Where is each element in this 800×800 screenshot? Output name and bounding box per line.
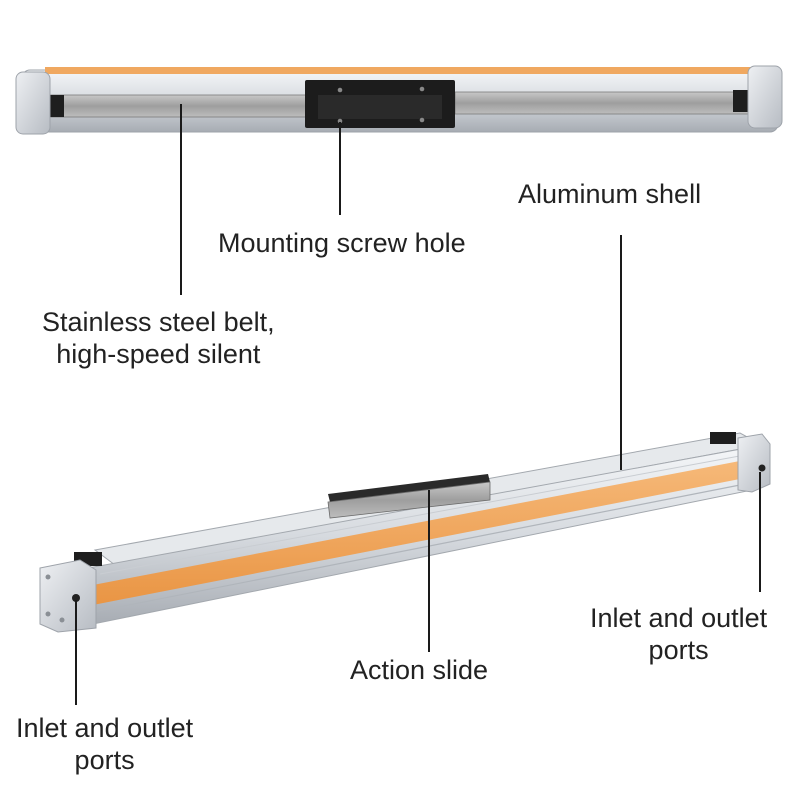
bottom-orange-band (93, 460, 745, 605)
steel-belt-label-line2: high-speed silent (56, 339, 261, 369)
mounting-screw-hole-icon (419, 117, 425, 123)
top-end-cap-right (747, 65, 783, 129)
cap-screw-icon (59, 617, 65, 623)
inlet-outlet-right-line1: Inlet and outlet (590, 603, 768, 633)
inlet-outlet-right-label: Inlet and outlet ports (590, 602, 767, 666)
inlet-port-icon (758, 464, 766, 472)
top-orange-strip (45, 67, 755, 74)
top-end-block-right (733, 90, 751, 112)
inlet-outlet-left-line2: ports (74, 745, 135, 775)
bottom-groove (99, 454, 746, 575)
bottom-end-cap-right (737, 433, 771, 493)
top-belt-left (45, 94, 309, 118)
aluminum-shell-label: Aluminum shell (518, 179, 702, 209)
cap-screw-icon (45, 611, 51, 617)
callout-lines (75, 104, 761, 705)
inlet-port-icon (72, 594, 80, 602)
inlet-outlet-right-line2: ports (648, 635, 709, 665)
bottom-groove (92, 483, 746, 613)
mounting-screw-hole-icon (337, 87, 343, 93)
top-belt-right (454, 91, 756, 115)
top-end-cap-left (15, 71, 51, 135)
inlet-outlet-left-label: Inlet and outlet ports (16, 712, 193, 776)
bottom-end-block (710, 432, 736, 444)
mounting-screw-hole-icon (337, 118, 343, 124)
top-cylinder (15, 65, 783, 135)
mounting-screw-hole-label: Mounting screw hole (218, 228, 466, 258)
bottom-end-cap-left (39, 559, 97, 633)
cap-screw-icon (45, 574, 51, 580)
action-slide-block (328, 474, 490, 502)
mounting-screw-hole-icon (419, 86, 425, 92)
inlet-outlet-left-line1: Inlet and outlet (16, 713, 194, 743)
top-slide-face (318, 95, 442, 119)
steel-belt-label-line1: Stainless steel belt, (42, 307, 275, 337)
steel-belt-label: Stainless steel belt, high-speed silent (42, 306, 275, 370)
action-slide-side (327, 481, 491, 519)
action-slide-label: Action slide (350, 655, 489, 685)
